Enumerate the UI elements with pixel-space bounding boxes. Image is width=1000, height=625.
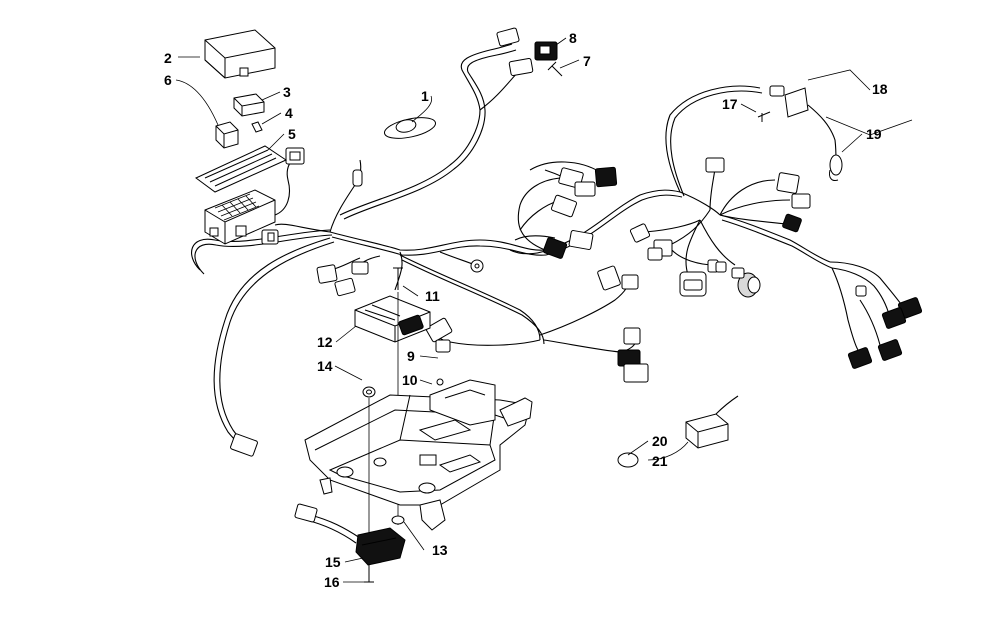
callout-13: 13 xyxy=(432,542,448,558)
callout-11: 11 xyxy=(425,288,440,304)
callout-6: 6 xyxy=(164,72,172,88)
callout-21: 21 xyxy=(652,453,668,469)
callout-14: 14 xyxy=(317,358,333,374)
callout-4: 4 xyxy=(285,105,293,121)
callout-2: 2 xyxy=(164,50,172,66)
callout-5: 5 xyxy=(288,126,296,142)
regulator-15 xyxy=(294,503,406,583)
callout-10: 10 xyxy=(402,372,418,388)
callout-9: 9 xyxy=(407,348,415,364)
callout-20: 20 xyxy=(652,433,668,449)
harness-connectors xyxy=(230,27,923,457)
callout-8: 8 xyxy=(569,30,577,46)
fuse-relay-group xyxy=(195,29,288,245)
main-wiring-harness xyxy=(191,43,905,451)
callout-1: 1 xyxy=(421,88,429,104)
callout-labels: 1 2 3 4 5 6 7 8 9 10 11 12 13 14 15 16 1… xyxy=(164,30,888,590)
callout-17: 17 xyxy=(722,96,738,112)
callout-18: 18 xyxy=(872,81,888,97)
callout-16: 16 xyxy=(324,574,340,590)
callout-15: 15 xyxy=(325,554,341,570)
callout-19: 19 xyxy=(866,126,882,142)
callout-12: 12 xyxy=(317,334,333,350)
leader-lines xyxy=(175,37,863,583)
items-17-21 xyxy=(617,69,913,468)
battery-tray-13 xyxy=(304,378,533,540)
callout-3: 3 xyxy=(283,84,291,100)
callout-7: 7 xyxy=(583,53,591,69)
